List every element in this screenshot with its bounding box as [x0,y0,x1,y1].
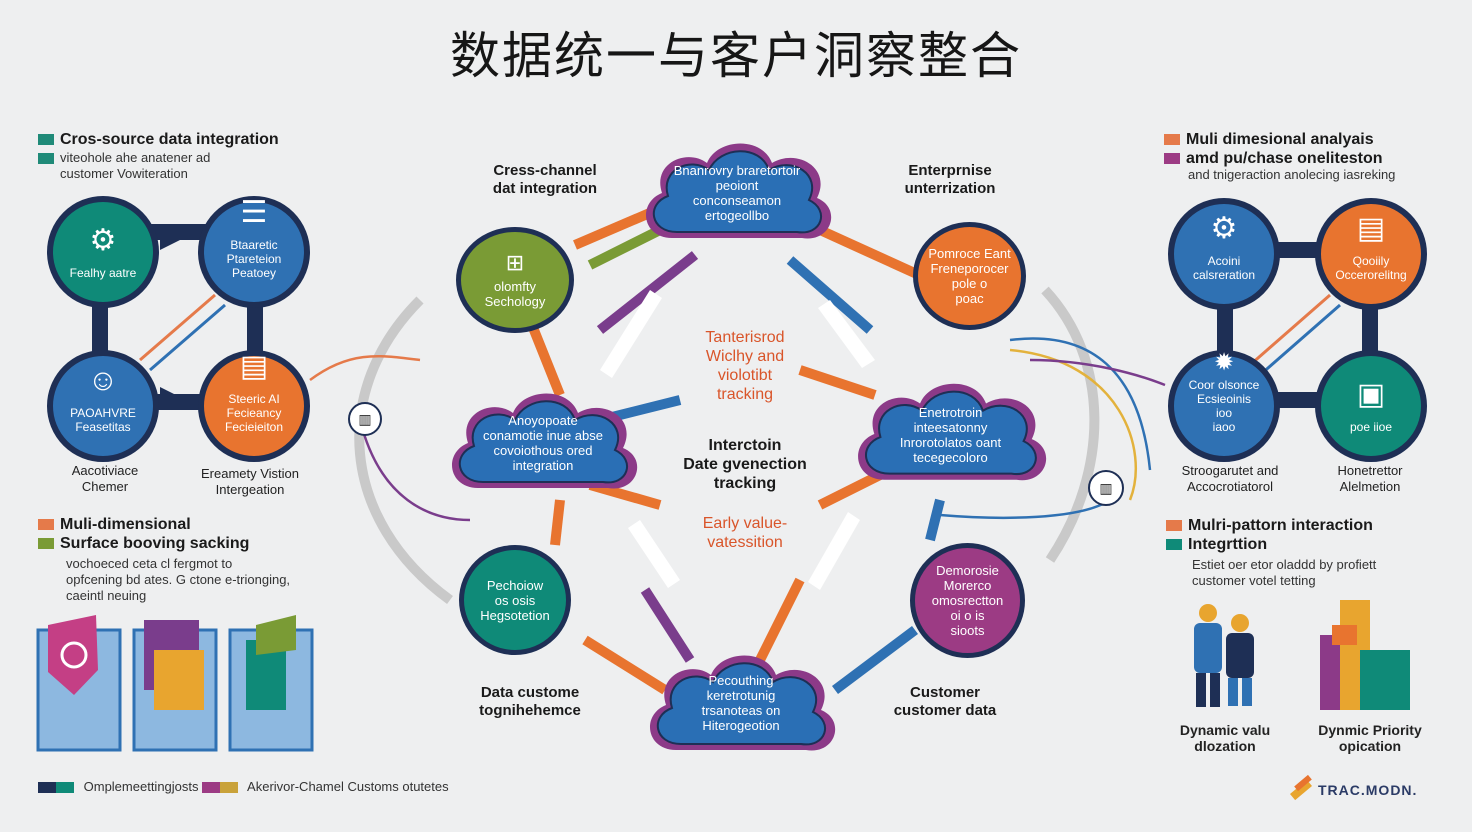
circle-behavior: Pechoiow os osis Hegsotetion [459,545,571,655]
center-text-top: Tanterisrod Wiclhy and violotibt trackin… [705,329,785,403]
white-arrow-1 [600,290,662,378]
center-label-bottom-right: Customer customer data [893,684,997,719]
document-icon: ▤ [239,350,269,383]
right-top-sub: and tnigeraction anolecing iasreking [1188,167,1396,182]
device-icon: ▥ [348,402,382,436]
circle-feature: ⚙ Fealhy aatre [47,196,159,308]
white-arrow-3 [628,520,680,588]
grey-arc-left [354,296,453,605]
right-bottom-illustration [1194,600,1410,710]
right-bottom-heading: Mulri-pattorn interaction Integrttion [1166,516,1373,554]
gear-icon: ✹ [1213,349,1235,376]
legend-square-icon [38,134,54,146]
right-frame [1217,242,1378,408]
presenter-icon: ▣ [1356,378,1386,411]
footer-legend: Omplemeettingjosts Akerivor-Chamel Custo… [38,779,449,794]
legend-square-icon [38,538,54,550]
center-text-bottom: Early value- vatessition [702,515,788,551]
network-icon: ⚙ [1210,212,1238,245]
white-arrow-4 [808,512,860,590]
right-bottom-caption-left: Dynamic valu dlozation [1179,722,1271,754]
people-icon [1194,604,1254,707]
left-bottom-sub: vochoeced ceta cl fergmot to opfcening b… [66,556,291,603]
left-caption-left: Aacotiviace Chemer [71,463,139,494]
left-arrow-bottom [160,387,180,407]
circle-demographic: Demorosie Morerco omosrectton oi o is si… [910,543,1025,658]
page-title: 数据统一与客户洞察整合 [450,27,1022,85]
legend-square-icon [202,782,221,794]
circle-platform: ☰ Btaaretic Ptareteion Peatoey [198,196,310,308]
purple-curve [358,419,471,522]
person-icon: ☺ [87,364,119,397]
circle-account: ⚙ Acoini calsreration [1168,198,1280,310]
right-bottom-sub: Estiet oer etor oladdd by profiett custo… [1192,557,1377,588]
cloud-top-text: Bnanrovry braretortoir peoiont conconsea… [673,163,801,223]
circle-presenter: ▣ poe iioe [1315,350,1427,462]
cloud-bottom-text: Pecouthing keretrotunig trsanoteas on Hi… [701,673,781,733]
legend-square-icon [38,519,54,531]
cloud-right-text: Enetrotroin inteesatonny Inrorotolatos o… [899,405,1002,465]
grey-arc-right [1041,286,1100,563]
cloud-top [645,143,832,239]
blue-curve-right2 [939,498,1111,520]
left-arrow-top [160,230,180,250]
left-bottom-illustration [36,615,314,752]
legend-square-icon [1166,539,1182,551]
legend-square-icon [56,782,74,794]
circle-quality: ▤ Qooiily Occerorelitng [1315,198,1427,310]
shield-icon [48,615,98,695]
logo-mark-icon [1290,774,1312,801]
legend-square-icon [38,153,54,165]
right-caption-right: Honetrettor Alelmetion [1337,463,1403,494]
legend-square-icon [1164,153,1180,165]
database-icon: ☰ [240,196,268,229]
right-top-heading: Muli dimesional analyais amd pu/chase on… [1164,130,1382,168]
circle-identity: ⊞ olomfty Sechology [456,227,574,333]
device-icon: ▥ [1088,470,1124,506]
legend-square-icon [1166,520,1182,532]
legend-square-icon [220,782,239,794]
right-bottom-caption-right: Dynmic Priority opication [1318,722,1422,754]
cloud-right [858,383,1047,481]
left-bottom-heading: Muli-dimensional Surface booving sacking [38,515,249,553]
cloud-left [451,393,638,489]
circle-person: ☺ PAOAHVRE Feasetitas [47,350,159,462]
yellow-curve [1009,348,1138,501]
circle-document: ▤ Steeric AI Fecieancy Fecieieiton [198,350,310,462]
network-icon: ⚙ [89,224,117,257]
cloud-bottom [649,655,836,751]
left-caption-right: Ereamety Vistion Intergeation [200,466,300,497]
stacked-boxes-icon [1320,600,1410,710]
orange-curve [309,354,421,382]
left-diagonal-2 [149,303,226,372]
right-diagonal-2 [1259,303,1341,377]
right-caption-left: Stroogarutet and Accocrotiatorol [1181,463,1279,494]
circle-enterprise: Pomroce Eant Freneporocer pole o poac [913,222,1026,330]
left-top-heading: Cros-source data integration [38,130,279,149]
brand-logo: TRAC.MODN. [1288,772,1458,802]
center-label-top-left: Cress-channel dat integration [492,162,598,197]
document-icon: ▤ [1356,212,1386,245]
right-diagonal-1 [1249,293,1331,367]
cloud-left-text: Anoyopoate conamotie inue abse covoiotho… [483,413,603,473]
center-label-bottom-left: Data custome tognihehemce [479,684,581,719]
white-arrow-2 [818,300,875,368]
legend-square-icon [38,782,56,794]
center-text-middle: Interctoin Date gvenection tracking [683,437,807,492]
blue-curve [1009,337,1152,471]
left-diagonal-1 [139,293,216,362]
circle-gear: ✹ Coor olsonce Ecsieoinis ioo iaoo [1168,350,1280,462]
left-top-sub: viteohole ahe anatener ad customer Vowit… [38,150,210,182]
grid-icon: ⊞ [505,250,525,275]
legend-square-icon [1164,134,1180,146]
center-label-top-right: Enterprnise unterrization [904,162,996,197]
left-frame [92,224,263,410]
purple-curve-right [1029,358,1166,387]
